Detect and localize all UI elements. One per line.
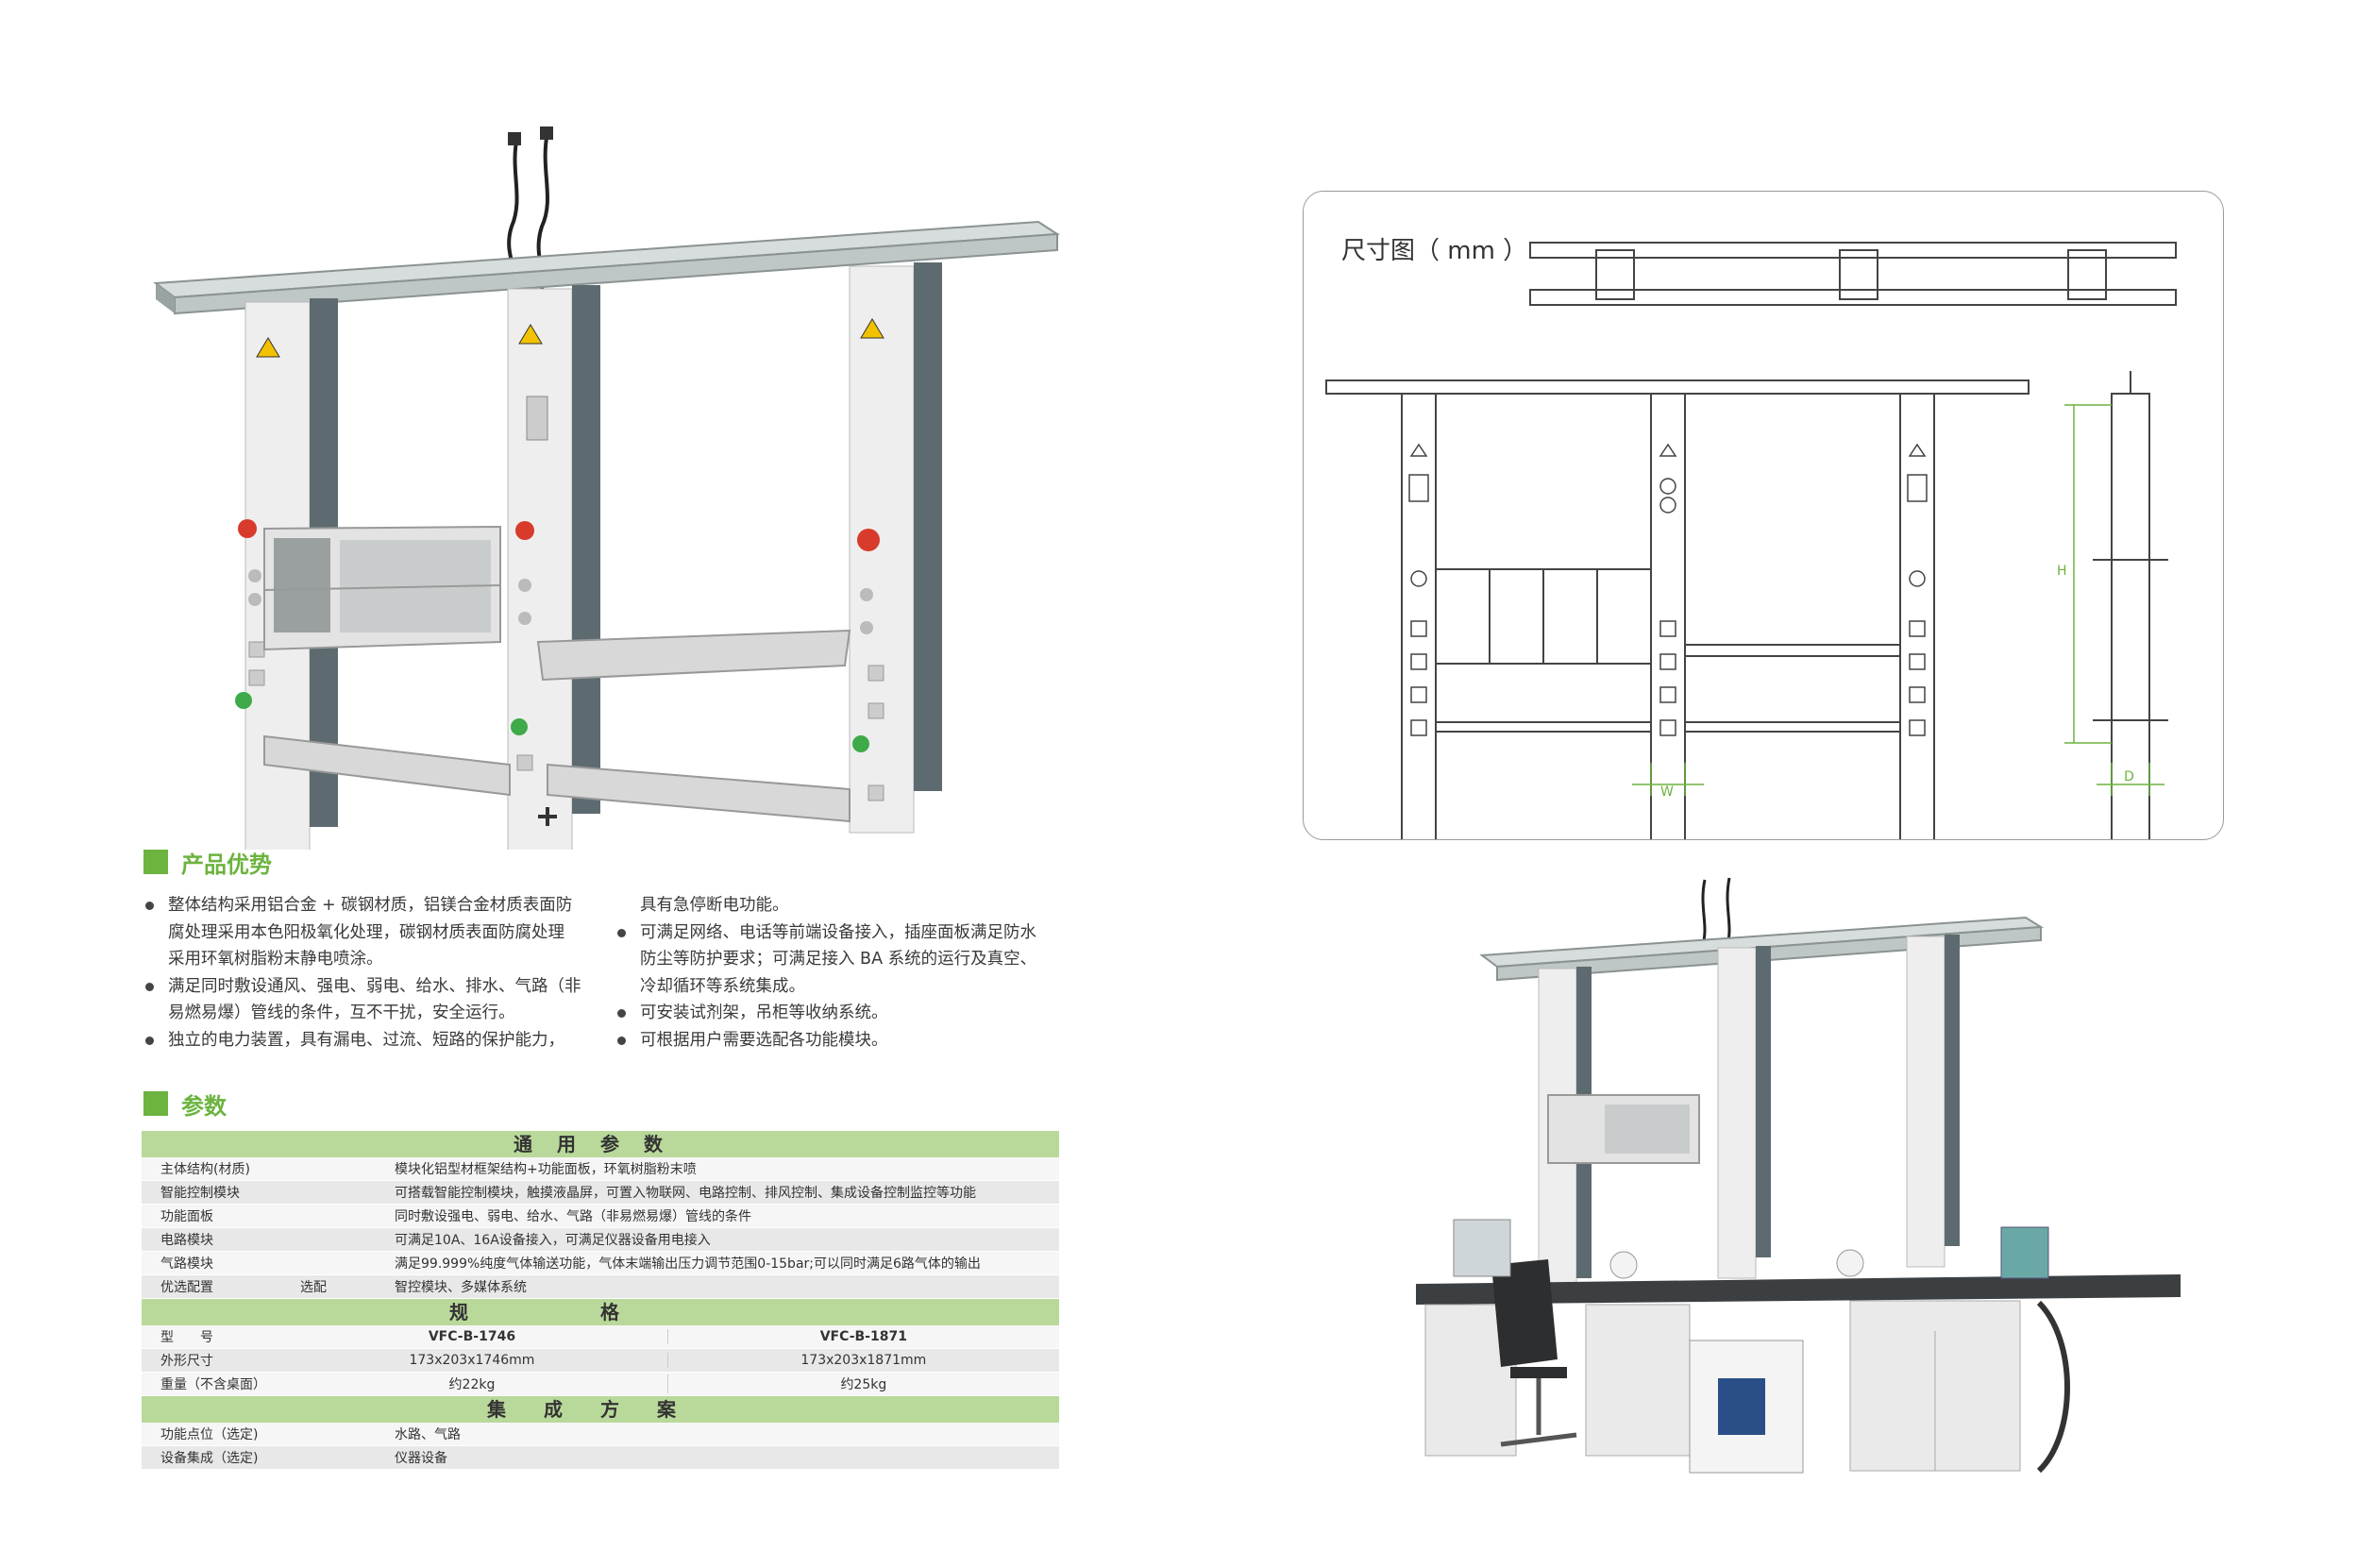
advantage-line: 可根据用户需要选配各功能模块。 — [640, 1030, 888, 1050]
row-label: 气路模块 — [160, 1256, 213, 1272]
row-label: 电路模块 — [160, 1233, 213, 1248]
advantage-line: 冷却循环等系统集成。 — [640, 976, 805, 996]
advantage-line: 整体结构采用铝合金 + 碳钢材质，铝镁合金材质表面防 — [168, 896, 573, 915]
advantage-line: 可安装试剂架，吊柜等收纳系统。 — [640, 1003, 888, 1022]
dimension-d-label: D — [2124, 769, 2134, 784]
general-band: 通用参数 — [142, 1131, 1059, 1157]
model-b: VFC-B-1871 — [819, 1329, 907, 1344]
row-label: 设备集成（选定) — [160, 1451, 259, 1466]
table-row: 重量（不含桌面） 约22kg 约25kg — [142, 1373, 1059, 1396]
advantage-line: 采用环氧树脂粉末静电喷涂。 — [168, 950, 383, 969]
weight-a: 约22kg — [277, 1374, 668, 1393]
bullet-icon — [617, 1036, 626, 1045]
row-value: 模块化铝型材框架结构+功能面板，环氧树脂粉末喷 — [395, 1162, 697, 1177]
table-row: 电路模块 可满足10A、16A设备接入，可满足仪器设备用电接入 — [142, 1228, 1059, 1252]
advantage-item: 可根据用户需要选配各功能模块。 — [615, 1027, 1069, 1054]
heading-marker — [143, 850, 168, 874]
bullet-icon — [145, 902, 154, 910]
bullet-icon — [145, 1036, 154, 1045]
row-value: 可满足10A、16A设备接入，可满足仪器设备用电接入 — [395, 1233, 711, 1248]
advantage-item: 可满足网络、电话等前端设备接入，插座面板满足防水 防尘等防护要求；可满足接入 B… — [615, 919, 1069, 1001]
table-row: 设备集成（选定) 仪器设备 — [142, 1446, 1059, 1470]
dimension-title: 尺寸图（ mm ） — [1341, 237, 1528, 265]
size-b: 173x203x1871mm — [800, 1353, 927, 1368]
row-label: 型 号 — [160, 1330, 213, 1345]
table-row: 主体结构(材质) 模块化铝型材框架结构+功能面板，环氧树脂粉末喷 — [142, 1157, 1059, 1181]
advantage-item: 可安装试剂架，吊柜等收纳系统。 — [615, 1000, 1069, 1027]
dimension-h-label: H — [2057, 564, 2067, 579]
table-row: 外形尺寸 173x203x1746mm 173x203x1871mm — [142, 1349, 1059, 1373]
advantages-left: 整体结构采用铝合金 + 碳钢材质，铝镁合金材质表面防 腐处理采用本色阳极氧化处理… — [143, 892, 597, 1054]
advantage-line: 防尘等防护要求；可满足接入 BA 系统的运行及真空、 — [640, 950, 1037, 969]
table-row: 功能点位（选定) 水路、气路 — [142, 1423, 1059, 1446]
bullet-icon — [617, 928, 626, 937]
row-value: 满足99.999%纯度气体输送功能，气体末端输出压力调节范围0-15bar;可以… — [395, 1256, 981, 1272]
advantages-right: 具有急停断电功能。 可满足网络、电话等前端设备接入，插座面板满足防水 防尘等防护… — [615, 892, 1069, 1054]
row-value: 水路、气路 — [395, 1427, 461, 1442]
advantage-line: 满足同时敷设通风、强电、弱电、给水、排水、气路（非 — [168, 976, 581, 996]
advantages-heading: 产品优势 — [143, 848, 272, 878]
table-row: 气路模块 满足99.999%纯度气体输送功能，气体末端输出压力调节范围0-15b… — [142, 1252, 1059, 1275]
advantage-line: 独立的电力装置，具有漏电、过流、短路的保护能力， — [168, 1030, 564, 1050]
row-label: 重量（不含桌面） — [160, 1377, 266, 1392]
row-label: 功能点位（选定) — [160, 1427, 259, 1442]
row-sublabel: 选配 — [300, 1280, 327, 1295]
dimension-w-label: W — [1660, 784, 1674, 800]
weight-b: 约25kg — [840, 1377, 887, 1392]
integration-band: 集成方案 — [142, 1396, 1059, 1423]
advantage-item: 满足同时敷设通风、强电、弱电、给水、排水、气路（非 易燃易爆）管线的条件，互不干… — [143, 973, 597, 1027]
row-label: 功能面板 — [160, 1209, 213, 1224]
row-label: 智能控制模块 — [160, 1186, 240, 1201]
row-label: 外形尺寸 — [160, 1354, 213, 1369]
table-row: 智能控制模块 可搭载智能控制模块，触摸液晶屏，可置入物联网、电路控制、排风控制、… — [142, 1181, 1059, 1205]
advantages-title: 产品优势 — [181, 851, 272, 878]
bullet-icon — [145, 982, 154, 991]
row-label: 优选配置 — [160, 1280, 213, 1295]
bullet-icon — [617, 1009, 626, 1018]
advantage-line: 腐处理采用本色阳极氧化处理，碳钢材质表面防腐处理 — [168, 922, 564, 942]
model-a: VFC-B-1746 — [277, 1329, 668, 1344]
params-table: 通用参数 主体结构(材质) 模块化铝型材框架结构+功能面板，环氧树脂粉末喷 智能… — [142, 1131, 1059, 1470]
advantage-continuation: 具有急停断电功能。 — [640, 896, 789, 915]
size-a: 173x203x1746mm — [277, 1353, 668, 1368]
params-title: 参数 — [181, 1092, 227, 1120]
advantage-line: 可满足网络、电话等前端设备接入，插座面板满足防水 — [640, 922, 1036, 942]
dimension-drawing — [1325, 242, 2177, 839]
table-row: 功能面板 同时敷设强电、弱电、给水、气路（非易燃易爆）管线的条件 — [142, 1205, 1059, 1228]
row-label: 主体结构(材质) — [160, 1162, 250, 1177]
row-value: 同时敷设强电、弱电、给水、气路（非易燃易爆）管线的条件 — [395, 1209, 751, 1224]
table-row: 型 号 VFC-B-1746 VFC-B-1871 — [142, 1325, 1059, 1349]
params-heading: 参数 — [143, 1089, 227, 1120]
lab-scene-render — [1416, 877, 2181, 1474]
product-render-frame — [153, 126, 1061, 850]
advantage-item: 独立的电力装置，具有漏电、过流、短路的保护能力， — [143, 1027, 597, 1054]
advantage-item: 整体结构采用铝合金 + 碳钢材质，铝镁合金材质表面防 腐处理采用本色阳极氧化处理… — [143, 892, 597, 973]
advantage-line: 易燃易爆）管线的条件，互不干扰，安全运行。 — [168, 1003, 515, 1022]
row-value: 智控模块、多媒体系统 — [395, 1280, 527, 1295]
table-row: 优选配置 选配 智控模块、多媒体系统 — [142, 1275, 1059, 1299]
dimension-drawing-panel: 尺寸图（ mm ） — [1303, 191, 2224, 840]
spec-band: 规格 — [142, 1299, 1059, 1325]
row-value: 可搭载智能控制模块，触摸液晶屏，可置入物联网、电路控制、排风控制、集成设备控制监… — [395, 1186, 976, 1201]
heading-marker — [143, 1091, 168, 1116]
row-value: 仪器设备 — [395, 1451, 447, 1466]
